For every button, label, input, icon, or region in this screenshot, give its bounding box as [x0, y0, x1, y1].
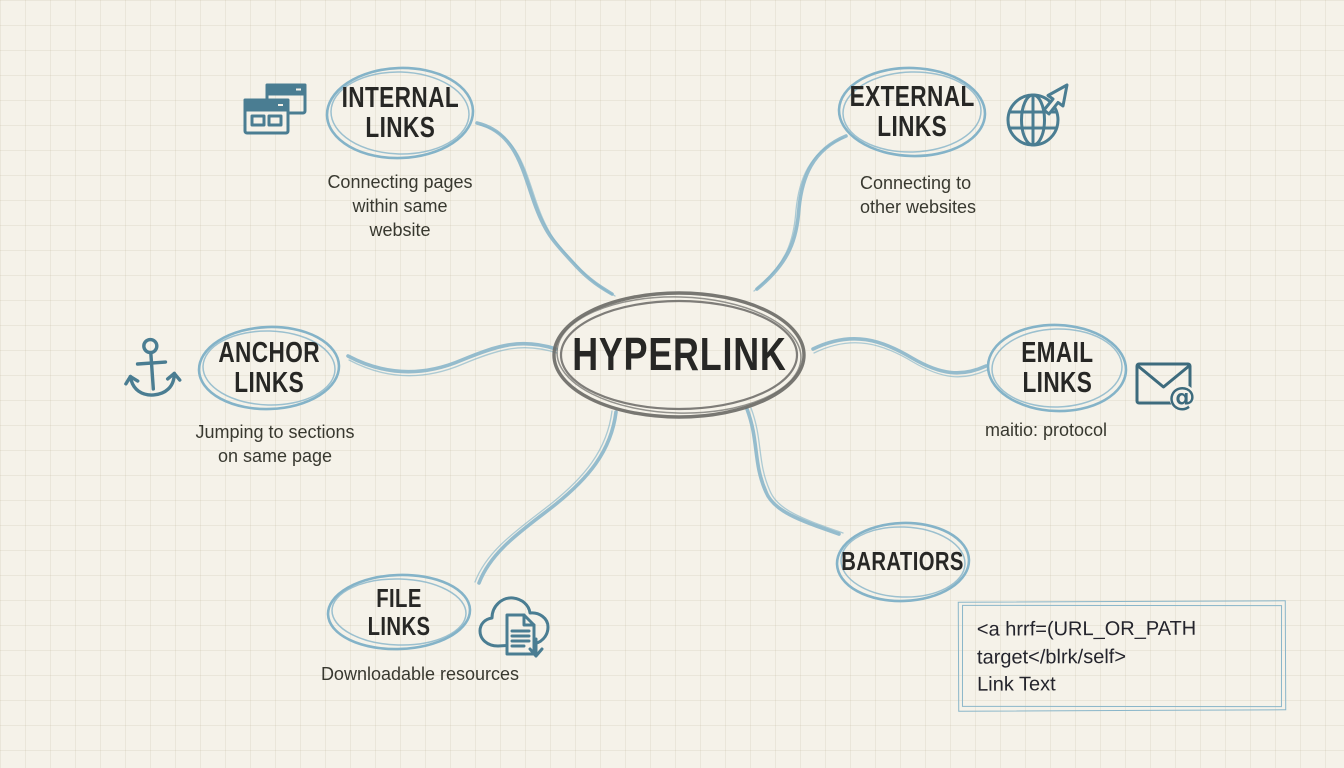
envelope-at-icon: @ — [1135, 362, 1196, 413]
at-symbol: @ — [1169, 382, 1196, 413]
center-node-label: HYPERLINK — [571, 328, 787, 381]
file-links-label: FILE LINKS — [367, 583, 431, 641]
node-barations: BARATIORS — [837, 524, 969, 600]
email-links-description: maitio: protocol — [985, 420, 1108, 440]
external-links-label: EXTERNAL LINKS — [849, 80, 975, 143]
code-line-1: <a hrrf=(URL_OR_PATH — [976, 617, 1197, 641]
code-line-3: Link Text — [977, 673, 1056, 696]
node-internal-links: INTERNAL LINKS — [327, 68, 473, 158]
node-external-links: EXTERNAL LINKS — [839, 68, 985, 156]
connector-email — [811, 336, 988, 378]
internal-links-label: INTERNAL LINKS — [341, 81, 459, 144]
external-links-description: Connecting to other websites — [860, 173, 977, 217]
code-snippet-lines: <a hrrf=(URL_OR_PATH target</blrk/self> … — [977, 615, 1275, 699]
connector-file — [474, 410, 618, 585]
code-line-2: target</blrk/self> — [976, 645, 1127, 669]
anchor-icon — [124, 337, 182, 397]
browser-windows-icon — [243, 83, 307, 135]
connector-external — [753, 134, 848, 292]
email-links-label: EMAIL LINKS — [1020, 336, 1094, 399]
node-anchor-links: ANCHOR LINKS — [199, 327, 339, 409]
barations-label: BARATIORS — [841, 546, 965, 577]
at-symbol-backdrop — [1169, 384, 1195, 410]
file-links-description: Downloadable resources — [320, 664, 520, 684]
anchor-links-label: ANCHOR LINKS — [218, 336, 320, 399]
cloud-download-icon — [478, 596, 550, 658]
code-snippet-box: <a hrrf=(URL_OR_PATH target</blrk/self> … — [957, 600, 1287, 712]
connector-internal — [475, 121, 616, 297]
center-node: HYPERLINK — [553, 293, 805, 417]
node-email-links: EMAIL LINKS — [988, 325, 1126, 411]
node-file-links: FILE LINKS — [328, 576, 470, 649]
connector-barations — [745, 407, 844, 536]
globe-arrow-icon — [1006, 83, 1069, 147]
anchor-links-description: Jumping to sections on same page — [195, 422, 355, 466]
connector-anchor — [346, 341, 558, 377]
internal-links-description: Connecting pages within same website — [327, 172, 473, 240]
